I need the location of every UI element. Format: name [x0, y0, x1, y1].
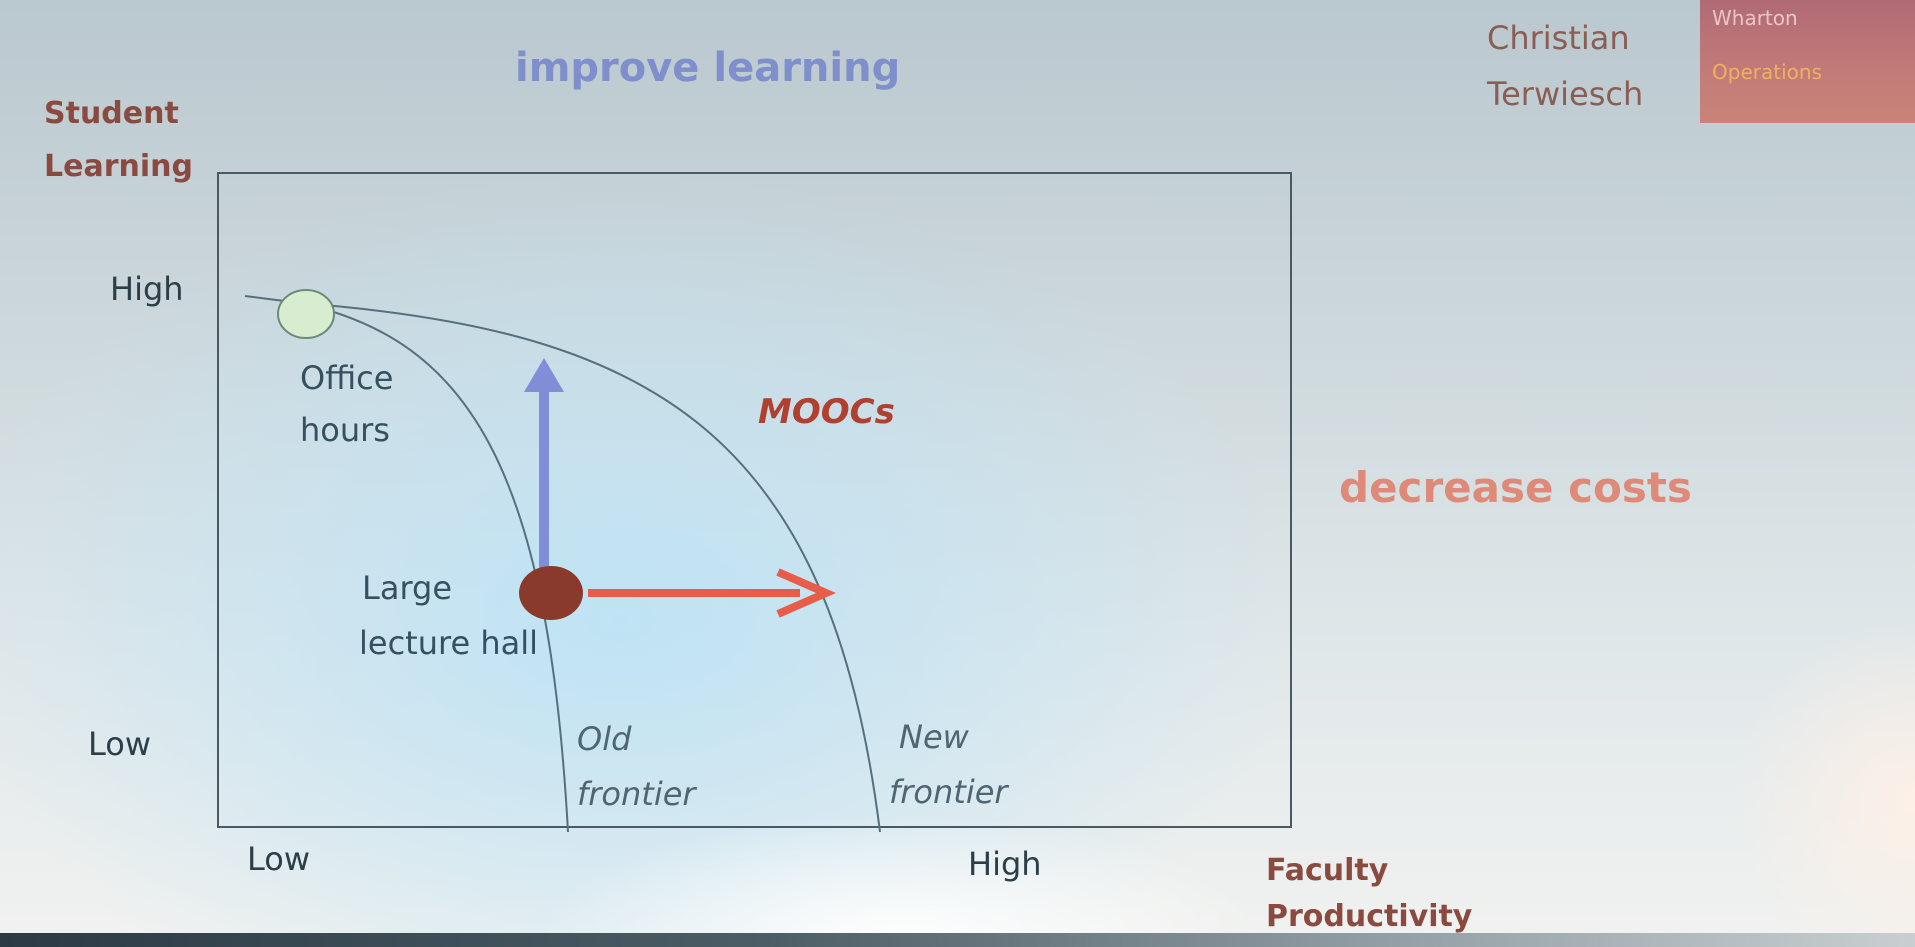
y-axis-high-label: High [110, 270, 184, 308]
decrease-costs-arrowhead [776, 568, 836, 618]
office-hours-label-line2: hours [300, 411, 390, 449]
logo-line1: Wharton [1712, 6, 1798, 30]
goal-improve-learning: improve learning [515, 45, 901, 91]
office-hours-label-line1: Office [300, 359, 394, 397]
screen-bottom-edge [0, 933, 1915, 947]
plot-frame [217, 172, 1292, 828]
lecture-hall-label-line2: lecture hall [359, 624, 538, 662]
author-first-name: Christian [1487, 19, 1630, 57]
logo-line2: Operations [1712, 60, 1822, 84]
x-axis-low-label: Low [247, 840, 311, 878]
lecture-hall-label-line1: Large [362, 569, 453, 607]
new-frontier-curve [299, 302, 881, 833]
wharton-logo: Wharton Operations [1700, 0, 1915, 123]
x-axis-title-line1: Faculty [1266, 853, 1389, 888]
moocs-label: MOOCs [758, 392, 895, 432]
new-frontier-label-line2: frontier [889, 773, 1008, 811]
x-axis-high-label: High [968, 845, 1042, 883]
y-axis-title-line2: Learning [44, 149, 193, 184]
y-axis-low-label: Low [88, 725, 152, 763]
author-last-name: Terwiesch [1487, 75, 1644, 113]
x-axis-title-line2: Productivity [1266, 899, 1473, 934]
old-frontier-label-line2: frontier [577, 775, 696, 813]
lecture-hall-node [519, 566, 583, 620]
new-frontier-label-line1: New [899, 718, 969, 756]
y-axis-title-line1: Student [44, 96, 179, 131]
office-hours-node [277, 289, 335, 339]
improve-learning-arrowhead [524, 358, 564, 392]
goal-decrease-costs: decrease costs [1339, 463, 1692, 512]
old-frontier-curve [244, 295, 569, 833]
old-frontier-label-line1: Old [577, 720, 632, 758]
